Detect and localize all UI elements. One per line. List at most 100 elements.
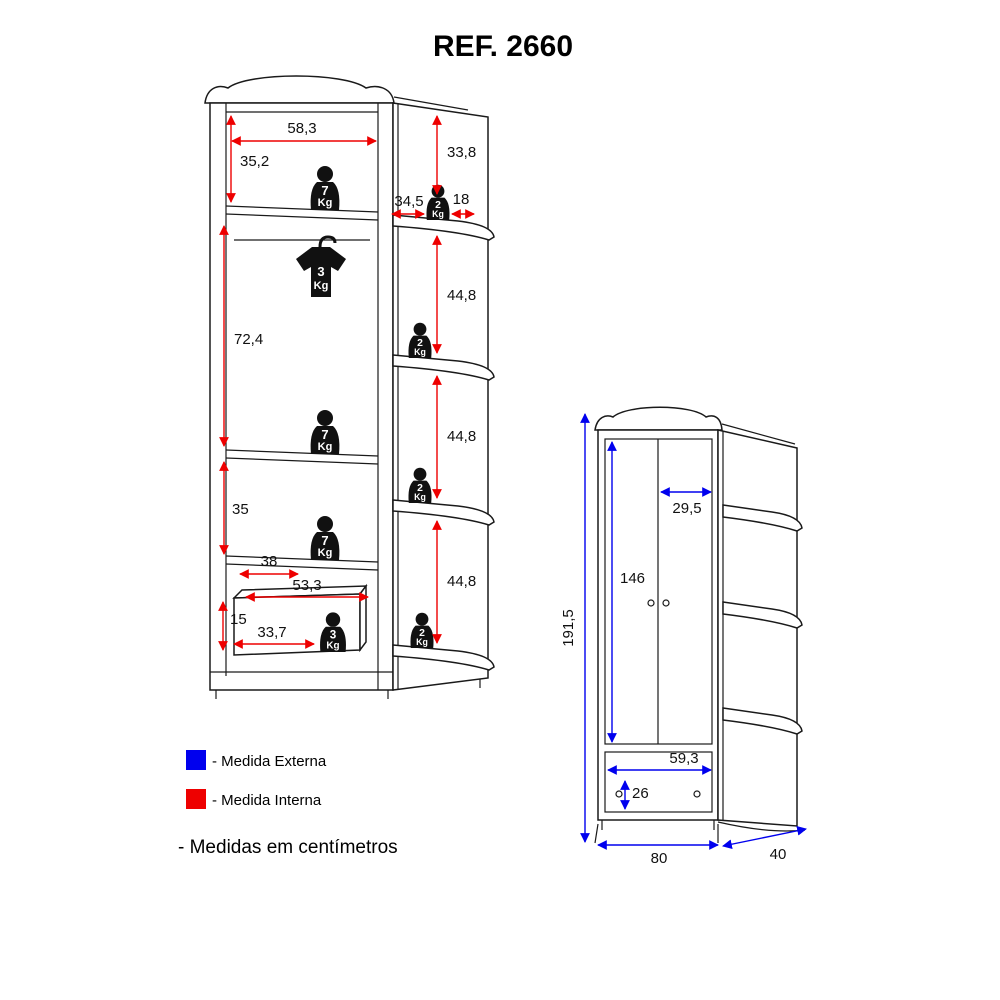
load-unit: Kg <box>318 441 333 453</box>
crown-front <box>204 75 395 104</box>
dim-label: 53,3 <box>292 577 321 594</box>
dim-label: 35,2 <box>240 153 269 170</box>
drawer-knob-right <box>693 790 701 798</box>
load-value: 2 <box>417 338 423 349</box>
load-value: 3 <box>317 264 324 279</box>
dim-external-door-width: 29,5 <box>660 487 712 517</box>
dim-internal-side-gap-1: 44,8 <box>432 235 476 354</box>
dim-internal-side-shelf-back-depth: 34,5 <box>391 193 425 219</box>
dim-label: 33,8 <box>447 144 476 161</box>
hanger-shirt-icon: 3 Kg <box>294 235 348 299</box>
extension-line-left <box>594 823 599 844</box>
dim-arrow <box>722 825 807 850</box>
dim-label: 58,3 <box>287 120 316 137</box>
load-value: 2 <box>419 628 425 639</box>
door-knob-left <box>647 599 655 607</box>
load-value: 7 <box>321 533 328 548</box>
load-unit: Kg <box>432 209 444 219</box>
dim-label: 44,8 <box>447 428 476 445</box>
corner-shelf-2 <box>392 354 495 381</box>
weight-icon-corner-shelf-1: 2 Kg <box>426 184 450 220</box>
corner-shelf-4 <box>392 644 495 671</box>
weight-icon-corner-shelf-3: 2 Kg <box>408 467 432 503</box>
door-knob-right <box>662 599 670 607</box>
dim-internal-lower-shelf-depth: 38 <box>239 553 299 579</box>
dim-label: 80 <box>651 850 668 867</box>
legend-internal-label: - Medida Interna <box>212 792 322 809</box>
dim-label: 191,5 <box>560 609 577 647</box>
load-value: 3 <box>330 629 337 642</box>
page-title: REF. 2660 <box>433 30 573 63</box>
dim-external-drawer-width: 59,3 <box>607 750 712 775</box>
lower-shelf-edge <box>225 555 379 563</box>
dim-internal-lower-height: 35 <box>219 461 249 555</box>
dim-internal-hanging-height: 72,4 <box>219 225 263 447</box>
internal-view: 7 Kg 3 Kg 7 Kg 7 Kg 3 Kg 2 Kg <box>204 75 495 699</box>
dim-label: 26 <box>632 785 649 802</box>
corner-shelf-1 <box>392 214 495 241</box>
weight-icon-corner-shelf-4: 2 Kg <box>410 612 434 648</box>
dim-label: 33,7 <box>257 624 286 641</box>
dim-label: 18 <box>453 191 470 208</box>
load-unit: Kg <box>414 347 426 357</box>
dim-external-total-height: 191,5 <box>560 413 590 843</box>
dim-label: 34,5 <box>394 193 423 210</box>
dim-internal-side-gap-3: 44,8 <box>432 520 476 644</box>
middle-shelf-bottom <box>225 457 379 465</box>
dim-label: 15 <box>230 611 247 628</box>
load-unit: Kg <box>318 547 333 559</box>
weight-icon-top-shelf: 7 Kg <box>310 166 340 210</box>
dim-internal-top-section-height: 35,2 <box>226 115 269 203</box>
load-value: 2 <box>417 483 423 494</box>
corner-shelf-1 <box>722 504 803 532</box>
load-unit: Kg <box>414 492 426 502</box>
dim-label: 35 <box>232 501 249 518</box>
dim-label: 59,3 <box>669 750 698 767</box>
top-shelf-bottom <box>225 213 379 221</box>
drawer-side <box>359 583 367 653</box>
weight-icon-corner-shelf-2: 2 Kg <box>408 322 432 358</box>
dim-internal-top-width: 58,3 <box>231 120 377 146</box>
dim-internal-side-top-height: 33,8 <box>432 115 476 195</box>
load-unit: Kg <box>318 197 333 209</box>
dim-label: 29,5 <box>672 500 701 517</box>
load-value: 7 <box>321 427 328 442</box>
middle-shelf-edge <box>225 449 379 457</box>
legend: - Medida Externa - Medida Interna - Medi… <box>178 750 398 858</box>
dim-internal-side-shelf-depth: 18 <box>451 191 475 219</box>
lower-shelf-bottom <box>225 563 379 571</box>
load-unit: Kg <box>326 640 339 651</box>
drawer-front <box>604 751 713 813</box>
weight-icon-middle-shelf: 7 Kg <box>310 410 340 454</box>
dim-external-drawer-height: 26 <box>620 780 649 810</box>
dim-label: 38 <box>261 553 278 570</box>
units-note: - Medidas em centímetros <box>178 837 398 858</box>
load-unit: Kg <box>314 280 329 292</box>
dim-internal-drawer-width: 53,3 <box>245 577 369 602</box>
corner-shelf-2 <box>722 601 803 629</box>
dim-label: 44,8 <box>447 287 476 304</box>
legend-external-label: - Medida Externa <box>212 753 327 770</box>
crown-side-edge <box>721 423 796 445</box>
legend-external-swatch <box>186 750 206 770</box>
dim-label: 146 <box>620 570 645 587</box>
dim-external-door-height: 146 <box>607 441 645 743</box>
corner-shelf-3 <box>722 707 803 735</box>
side-panel <box>717 429 798 827</box>
weight-icon-drawer: 3 Kg <box>320 612 346 652</box>
top-shelf-edge <box>225 205 379 213</box>
crown-front <box>594 406 723 431</box>
crown-side-edge <box>393 96 469 111</box>
load-value: 7 <box>321 183 328 198</box>
dim-label: 44,8 <box>447 573 476 590</box>
dim-internal-drawer-inner-width: 33,7 <box>233 624 315 649</box>
dim-external-total-depth: 40 <box>722 825 807 863</box>
corner-shelf-3 <box>392 499 495 526</box>
legend-internal-swatch <box>186 789 206 809</box>
dim-external-total-width: 80 <box>597 840 719 867</box>
dim-label: 72,4 <box>234 331 263 348</box>
external-view: 191,5 146 29,5 59,3 26 80 40 <box>560 406 807 867</box>
weight-icon-lower-shelf: 7 Kg <box>310 516 340 560</box>
